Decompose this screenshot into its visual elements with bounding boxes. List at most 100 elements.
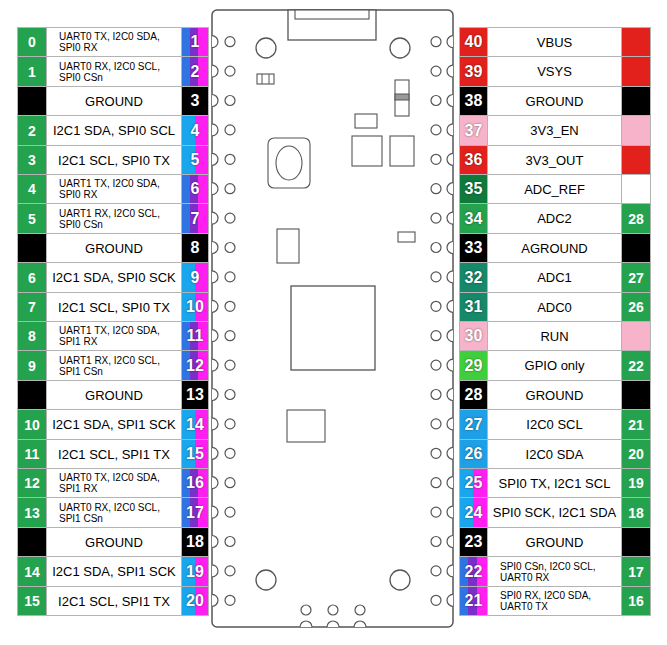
pin-hole [431,272,441,282]
pin-function: UART0 TX, I2C0 SDA, SPI1 RX [47,472,181,494]
pin-number: 1 [182,33,208,51]
pin-function-cell: VBUS [487,27,622,57]
pin-type-marker [621,174,651,204]
castellated-pad [212,153,218,165]
gpio-number-cell: 19 [621,468,651,498]
gpio-number-cell: 27 [621,262,651,293]
pin-number: 25 [460,474,487,492]
ground-label: GROUND [47,94,181,109]
gpio-number-cell: 17 [621,556,651,587]
pin-number: 21 [460,592,487,610]
pin-hole [225,96,235,106]
pin-number: 32 [460,269,487,287]
gpio-number-cell: 21 [621,409,651,440]
debug-hole [328,605,338,615]
pin-number-cell: 11 [181,321,209,351]
gpio-number: 0 [18,34,46,50]
pin-hole [225,419,235,429]
gpio-number: 8 [18,328,46,344]
gpio-number: 14 [18,564,46,580]
pin-number-cell: 1 [181,27,209,57]
pin-hole [431,537,441,547]
castellated-pad [447,506,453,518]
gpio-number-cell: 8 [17,321,47,351]
pin-function: UART1 RX, I2C0 SCL, SPI1 CSn [47,355,181,377]
castellated-pad [212,536,218,548]
ground-marker [17,233,47,263]
component [398,232,415,242]
pin-hole [225,507,235,517]
pin-function: ADC0 [488,300,621,315]
gpio-number-cell: 16 [621,586,651,616]
pin-number-cell: 33 [459,233,488,263]
pin-number: 38 [460,92,487,110]
pin-function: ADC_REF [488,182,621,197]
pin-number: 16 [182,474,208,492]
mount-hole [390,38,410,58]
gpio-number-cell: 10 [17,409,47,440]
pin-number: 5 [182,151,208,169]
gpio-number: 9 [18,358,46,374]
pin-function: I2C1 SDA, SPI1 SCK [47,564,181,579]
castellated-pad [212,212,218,224]
pin-hole [225,154,235,164]
usb-socket [295,10,369,19]
pin-function: UART0 RX, I2C0 SCL, SPI1 CSn [47,502,181,524]
pin-type-marker [621,380,651,410]
gpio-number: 18 [622,505,650,521]
pin-number-cell: 24 [459,497,488,528]
pin-function-cell: SPI0 CSn, I2C0 SCL, UART0 RX [487,556,622,587]
pin-number: 27 [460,416,487,434]
pin-function: VBUS [488,35,621,50]
component [352,136,382,166]
castellated-pad [212,565,218,577]
pin-hole [431,66,441,76]
ground-label: GROUND [47,388,181,403]
pin-hole [225,478,235,488]
pin-number: 15 [182,445,208,463]
pin-number-cell: 20 [181,586,209,616]
pin-number: 4 [182,122,208,140]
gpio-number-cell: 6 [17,262,47,293]
pin-number: 23 [460,533,487,551]
gpio-number: 16 [622,593,650,609]
debug-pad [327,621,339,627]
pin-function: RUN [488,329,621,344]
pin-number: 26 [460,445,487,463]
pin-function: I2C1 SDA, SPI1 SCK [47,417,181,432]
pin-hole [225,360,235,370]
led-mark [269,74,270,84]
castellated-pad [212,506,218,518]
castellated-pad [447,95,453,107]
pin-number: 11 [182,327,208,345]
gpio-number-cell: 1 [17,56,47,87]
pin-function-cell: ADC1 [487,262,622,293]
pin-hole [431,448,441,458]
pin-function: UART1 RX, I2C0 SCL, SPI0 CSn [47,208,181,230]
pin-number-cell: 12 [181,350,209,381]
gpio-number-cell: 7 [17,292,47,322]
usb-connector [288,10,376,40]
pin-type-marker [621,321,651,351]
pin-number-cell: 17 [181,497,209,528]
pin-number-cell: 28 [459,380,488,410]
pin-function-cell: I2C1 SDA, SPI1 SCK [46,409,182,440]
gpio-number-cell: 0 [17,27,47,57]
pin-function: GPIO only [488,358,621,373]
pin-number-cell: 3 [181,86,209,116]
pin-hole [431,360,441,370]
castellated-pad [212,594,218,606]
pin-function-cell: 3V3_EN [487,115,622,146]
pin-hole [431,419,441,429]
pin-function: GROUND [488,94,621,109]
pin-function-cell: ADC2 [487,203,622,234]
pin-number-cell: 37 [459,115,488,146]
gpio-number-cell: 26 [621,292,651,322]
pin-function-cell: AGROUND [487,233,622,263]
gpio-number-cell: 20 [621,439,651,469]
pin-number: 35 [460,180,487,198]
debug-pad [300,621,312,627]
flash-chip [287,410,325,442]
pin-hole [431,478,441,488]
pin-hole [431,390,441,400]
